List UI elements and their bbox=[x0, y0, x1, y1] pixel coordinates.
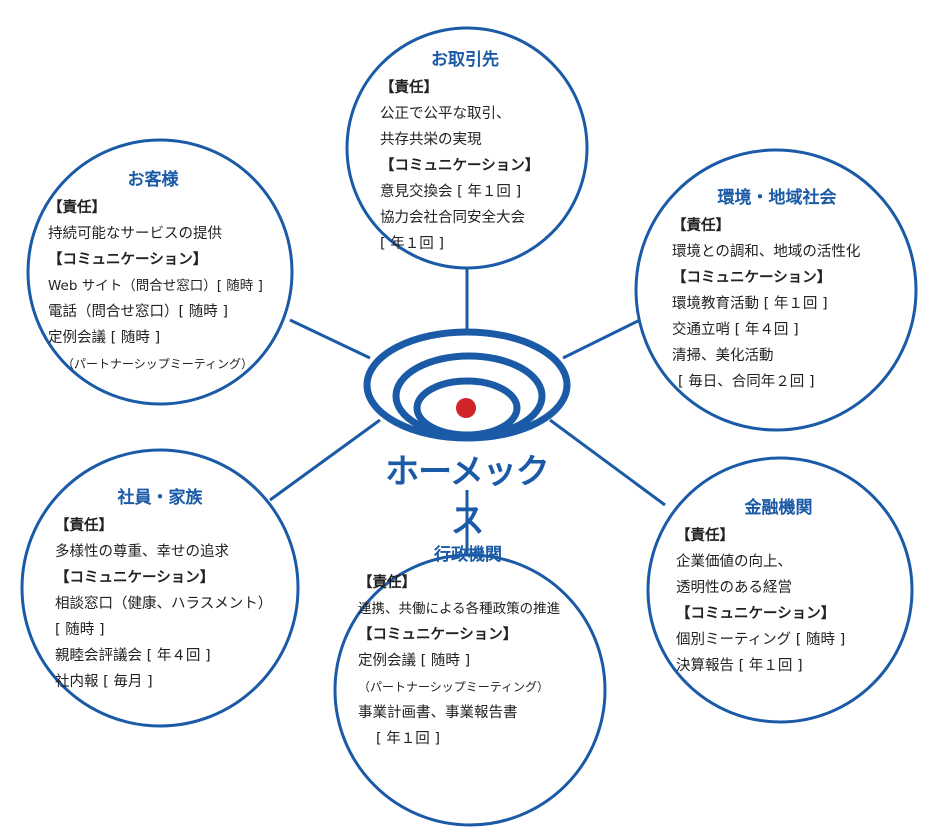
block-government: 行政機関 【責任】 連携、共働による各種政策の推進 【コミュニケーション】 定例… bbox=[358, 540, 578, 752]
resp-text: 多様性の尊重、幸せの追求 bbox=[55, 544, 229, 560]
logo-text: ホーメックス bbox=[385, 452, 550, 541]
connector-employees bbox=[269, 418, 381, 502]
circle-customers bbox=[26, 138, 294, 406]
logo-mark bbox=[363, 328, 571, 442]
resp-label: 【責任】 bbox=[676, 528, 734, 544]
resp-label: 【責任】 bbox=[672, 218, 730, 234]
comm-item: 事業計画書、事業報告書 bbox=[358, 705, 518, 721]
title-employees: 社員・家族 bbox=[117, 488, 203, 508]
block-customers: お客様 【責任】 持続可能なサービスの提供 【コミュニケーション】 Web サイ… bbox=[48, 165, 263, 377]
comm-item: 交通立哨 [ 年４回 ] bbox=[672, 322, 799, 338]
resp-label: 【責任】 bbox=[380, 80, 438, 96]
title-environment: 環境・地域社会 bbox=[717, 188, 837, 208]
comm-item: 協力会社合同安全大会 bbox=[380, 210, 525, 226]
comm-item: [ 年１回 ] bbox=[380, 236, 445, 252]
title-customers: お客様 bbox=[127, 170, 179, 190]
title-finance: 金融機関 bbox=[744, 498, 813, 518]
resp-text: 連携、共働による各種政策の推進 bbox=[358, 601, 561, 617]
block-employees: 社員・家族 【責任】 多様性の尊重、幸せの追求 【コミュニケーション】 相談窓口… bbox=[55, 483, 272, 695]
block-environment: 環境・地域社会 【責任】 環境との調和、地域の活性化 【コミュニケーション】 環… bbox=[672, 183, 882, 395]
logo-red-dot bbox=[456, 398, 476, 418]
comm-label: 【コミュニケーション】 bbox=[358, 627, 518, 643]
comm-item: 相談窓口（健康、ハラスメント） bbox=[55, 596, 273, 612]
comm-label: 【コミュニケーション】 bbox=[380, 158, 540, 174]
comm-label: 【コミュニケーション】 bbox=[48, 252, 208, 268]
resp-label: 【責任】 bbox=[55, 518, 113, 534]
comm-item: （パートナーシップミーティング） bbox=[62, 357, 254, 371]
comm-item: 意見交換会 [ 年１回 ] bbox=[380, 184, 522, 200]
circle-finance bbox=[646, 456, 914, 724]
comm-item: 決算報告 [ 年１回 ] bbox=[676, 658, 803, 674]
resp-text: 公正で公平な取引、 bbox=[380, 106, 511, 122]
comm-item: 定例会議 [ 随時 ] bbox=[48, 330, 161, 346]
comm-item: Web サイト（問合せ窓口）[ 随時 ] bbox=[48, 278, 263, 294]
block-finance: 金融機関 【責任】 企業価値の向上、 透明性のある経営 【コミュニケーション】 … bbox=[676, 493, 881, 679]
comm-item: 環境教育活動 [ 年１回 ] bbox=[672, 296, 828, 312]
resp-text: 環境との調和、地域の活性化 bbox=[672, 244, 861, 260]
comm-item: 個別ミーティング [ 随時 ] bbox=[676, 632, 846, 648]
resp-text: 透明性のある経営 bbox=[676, 580, 792, 596]
connector-environment bbox=[562, 318, 641, 360]
circle-partners bbox=[345, 26, 589, 270]
comm-label: 【コミュニケーション】 bbox=[55, 570, 215, 586]
comm-label: 【コミュニケーション】 bbox=[672, 270, 832, 286]
resp-text: 持続可能なサービスの提供 bbox=[48, 226, 222, 242]
connector-finance bbox=[549, 418, 666, 507]
comm-item: 親睦会評議会 [ 年４回 ] bbox=[55, 648, 211, 664]
circle-environment bbox=[634, 148, 918, 432]
comm-item: [ 年１回 ] bbox=[376, 731, 441, 747]
comm-item: [ 毎日、合同年２回 ] bbox=[678, 374, 815, 390]
resp-label: 【責任】 bbox=[48, 200, 106, 216]
block-partners: お取引先 【責任】 公正で公平な取引、 共存共栄の実現 【コミュニケーション】 … bbox=[380, 45, 550, 257]
resp-text: 共存共栄の実現 bbox=[380, 132, 482, 148]
circle-employees bbox=[20, 448, 300, 728]
resp-text: 企業価値の向上、 bbox=[676, 554, 792, 570]
comm-item: 電話（問合せ窓口）[ 随時 ] bbox=[48, 304, 229, 320]
comm-item: 社内報 [ 毎月 ] bbox=[55, 674, 153, 690]
circle-government bbox=[333, 553, 607, 827]
comm-item: [ 随時 ] bbox=[55, 622, 105, 638]
title-partners: お取引先 bbox=[431, 50, 499, 70]
resp-label: 【責任】 bbox=[358, 575, 416, 591]
comm-item: （パートナーシップミーティング） bbox=[358, 680, 550, 694]
comm-item: 清掃、美化活動 bbox=[672, 348, 774, 364]
title-government: 行政機関 bbox=[434, 545, 502, 565]
comm-item: 定例会議 [ 随時 ] bbox=[358, 653, 471, 669]
comm-label: 【コミュニケーション】 bbox=[676, 606, 836, 622]
connector-customers bbox=[289, 318, 371, 360]
